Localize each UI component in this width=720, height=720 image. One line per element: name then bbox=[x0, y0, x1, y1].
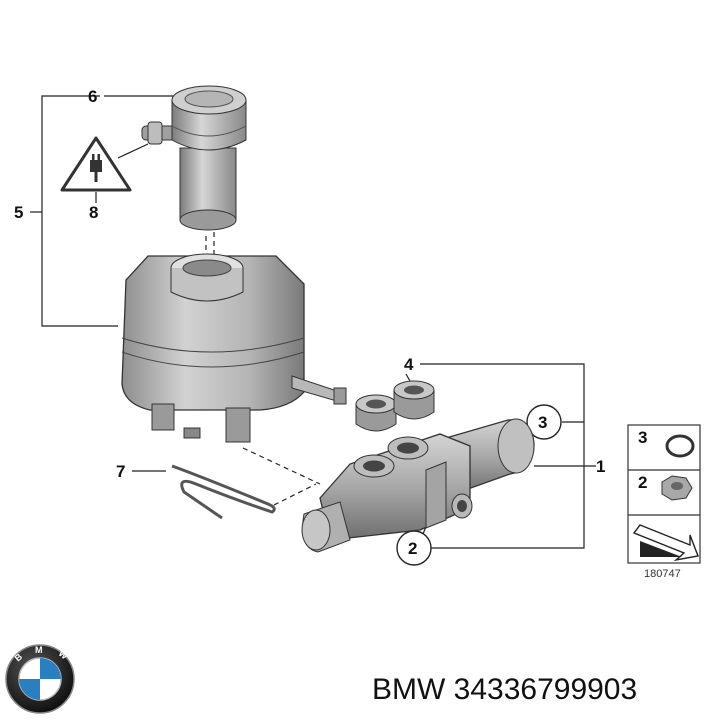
callout-6: 6 bbox=[88, 87, 97, 106]
callout-8: 8 bbox=[89, 203, 98, 222]
hex-nut-icon bbox=[661, 475, 693, 501]
master-cylinder bbox=[301, 418, 535, 553]
bmw-letter-b: B bbox=[13, 651, 25, 663]
callout-5: 5 bbox=[14, 203, 23, 222]
callout-2-circle: 2 bbox=[396, 530, 432, 566]
seal-ring-icon bbox=[665, 434, 695, 458]
callout-4: 4 bbox=[404, 355, 414, 374]
grommet-front bbox=[355, 394, 397, 432]
leader-lines bbox=[30, 95, 596, 549]
svg-text:3: 3 bbox=[538, 413, 547, 432]
panel-item-3-number: 3 bbox=[638, 428, 647, 447]
svg-text:2: 2 bbox=[408, 539, 417, 558]
callout-1: 1 bbox=[596, 457, 605, 476]
bmw-letter-m: M bbox=[35, 645, 43, 655]
bmw-logo: B M W bbox=[5, 644, 75, 714]
retaining-clip bbox=[171, 464, 276, 520]
callout-3-circle: 3 bbox=[526, 404, 562, 440]
diagram-number: 180747 bbox=[644, 568, 681, 580]
direction-arrow-icon bbox=[632, 524, 699, 562]
part-caption: BMW 34336799903 bbox=[372, 673, 637, 706]
panel-item-2-number: 2 bbox=[638, 473, 647, 492]
side-parts-panel: 3 2 bbox=[627, 424, 701, 564]
grommet-rear bbox=[393, 380, 435, 420]
reservoir-tank bbox=[121, 253, 347, 443]
callout-7: 7 bbox=[116, 462, 125, 481]
electrical-warning-icon bbox=[60, 136, 132, 192]
reservoir-cap bbox=[141, 85, 247, 231]
